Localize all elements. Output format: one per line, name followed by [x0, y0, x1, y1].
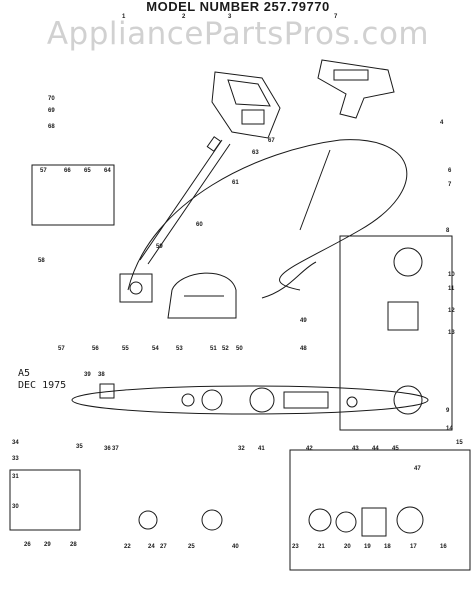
switch-parts-box — [31, 164, 115, 226]
callout-c-68: 68 — [48, 124, 55, 130]
callout-c-57b: 57 — [58, 346, 65, 352]
callout-c-22: 22 — [124, 544, 131, 550]
callout-c-14: 14 — [446, 426, 453, 432]
deflector — [261, 261, 317, 299]
callout-c-top-2: 2 — [182, 14, 186, 20]
callout-c-70: 70 — [48, 96, 55, 102]
upper-shaft — [139, 136, 231, 265]
switch-housing — [211, 71, 281, 139]
callout-c-34: 34 — [12, 440, 19, 446]
callout-c-36: 36 — [104, 446, 111, 452]
callout-c-37: 37 — [112, 446, 119, 452]
callout-c-top-1: 1 — [122, 14, 126, 20]
power-cord — [127, 139, 408, 291]
callout-c-44: 44 — [372, 446, 379, 452]
revision-code: A5 — [18, 368, 31, 379]
callout-c-55: 55 — [122, 346, 129, 352]
callout-c-45: 45 — [392, 446, 399, 452]
callout-c-39: 39 — [84, 372, 91, 378]
callout-c-52: 52 — [222, 346, 229, 352]
callout-c-top-7: 7 — [334, 14, 338, 20]
callout-c-42: 42 — [306, 446, 313, 452]
callout-c-64: 64 — [104, 168, 111, 174]
page-title: MODEL NUMBER 257.79770 — [146, 0, 330, 14]
callout-c-20: 20 — [344, 544, 351, 550]
revision-note: A5 DEC 1975 — [18, 368, 66, 392]
drive-assembly — [71, 383, 429, 415]
callout-c-25: 25 — [188, 544, 195, 550]
callout-c-67: 67 — [268, 138, 275, 144]
callout-c-56: 56 — [92, 346, 99, 352]
callout-c-18: 18 — [384, 544, 391, 550]
callout-c-57a: 57 — [40, 168, 47, 174]
callout-c-41: 41 — [258, 446, 265, 452]
callout-c-47: 47 — [414, 466, 421, 472]
callout-c-65: 65 — [84, 168, 91, 174]
callout-c-23: 23 — [292, 544, 299, 550]
callout-c-29: 29 — [44, 542, 51, 548]
callout-c-17: 17 — [410, 544, 417, 550]
callout-c-8: 8 — [446, 228, 450, 234]
guard-panel — [339, 235, 453, 431]
callout-c-69: 69 — [48, 108, 55, 114]
string-housing — [167, 272, 237, 319]
callout-c-26: 26 — [24, 542, 31, 548]
lower-parts-row — [9, 449, 471, 571]
callout-c-48: 48 — [300, 346, 307, 352]
callout-c-11: 11 — [448, 286, 455, 292]
callout-c-38: 38 — [98, 372, 105, 378]
callout-c-51: 51 — [210, 346, 217, 352]
callout-c-top-3: 3 — [228, 14, 232, 20]
callout-c-21: 21 — [318, 544, 325, 550]
callout-c-6a: 6 — [448, 168, 452, 174]
callout-c-31: 31 — [12, 474, 19, 480]
callout-c-49: 49 — [300, 318, 307, 324]
callout-c-12: 12 — [448, 308, 455, 314]
callout-c-24: 24 — [148, 544, 155, 550]
auxiliary-handle — [317, 59, 395, 119]
callout-c-66: 66 — [64, 168, 71, 174]
callout-c-50: 50 — [236, 346, 243, 352]
callout-c-53: 53 — [176, 346, 183, 352]
callout-c-63: 63 — [252, 150, 259, 156]
callout-c-15: 15 — [456, 440, 463, 446]
callout-c-35: 35 — [76, 444, 83, 450]
callout-c-10: 10 — [448, 272, 455, 278]
callout-c-4: 4 — [440, 120, 444, 126]
callout-c-61: 61 — [232, 180, 239, 186]
callout-c-60: 60 — [196, 222, 203, 228]
callout-c-19: 19 — [364, 544, 371, 550]
callout-c-33: 33 — [12, 456, 19, 462]
callout-c-43: 43 — [352, 446, 359, 452]
callout-c-9: 9 — [446, 408, 450, 414]
callout-c-7b: 7 — [448, 182, 452, 188]
callout-c-40: 40 — [232, 544, 239, 550]
callout-c-27: 27 — [160, 544, 167, 550]
revision-date: DEC 1975 — [18, 380, 67, 391]
motor-bracket — [119, 273, 153, 303]
callout-c-58: 58 — [38, 258, 45, 264]
callout-c-32: 32 — [238, 446, 245, 452]
callout-c-28: 28 — [70, 542, 77, 548]
callout-c-30: 30 — [12, 504, 19, 510]
callout-c-13: 13 — [448, 330, 455, 336]
callout-c-59: 59 — [156, 244, 163, 250]
callout-c-16: 16 — [440, 544, 447, 550]
callout-c-54: 54 — [152, 346, 159, 352]
